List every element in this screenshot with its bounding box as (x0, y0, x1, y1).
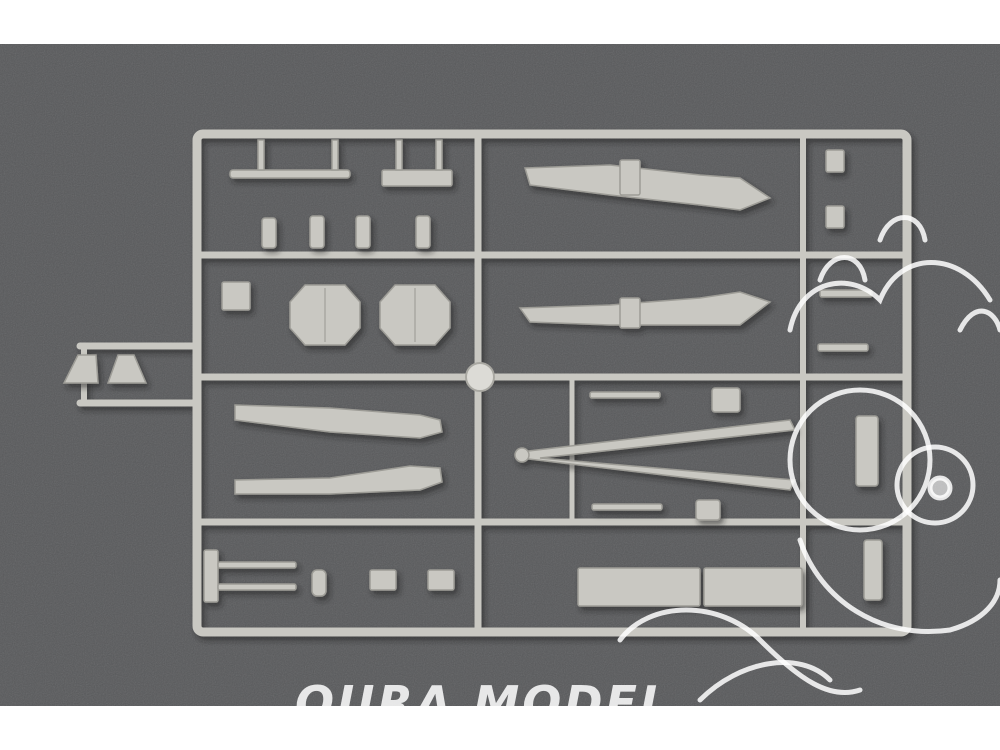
sprue-hub (465, 362, 495, 392)
watermark-logo (617, 215, 1000, 703)
watermark-text: OURA MODEL (295, 678, 673, 718)
sprue-parts (62, 139, 883, 607)
sprue-outer-frame (192, 129, 912, 637)
